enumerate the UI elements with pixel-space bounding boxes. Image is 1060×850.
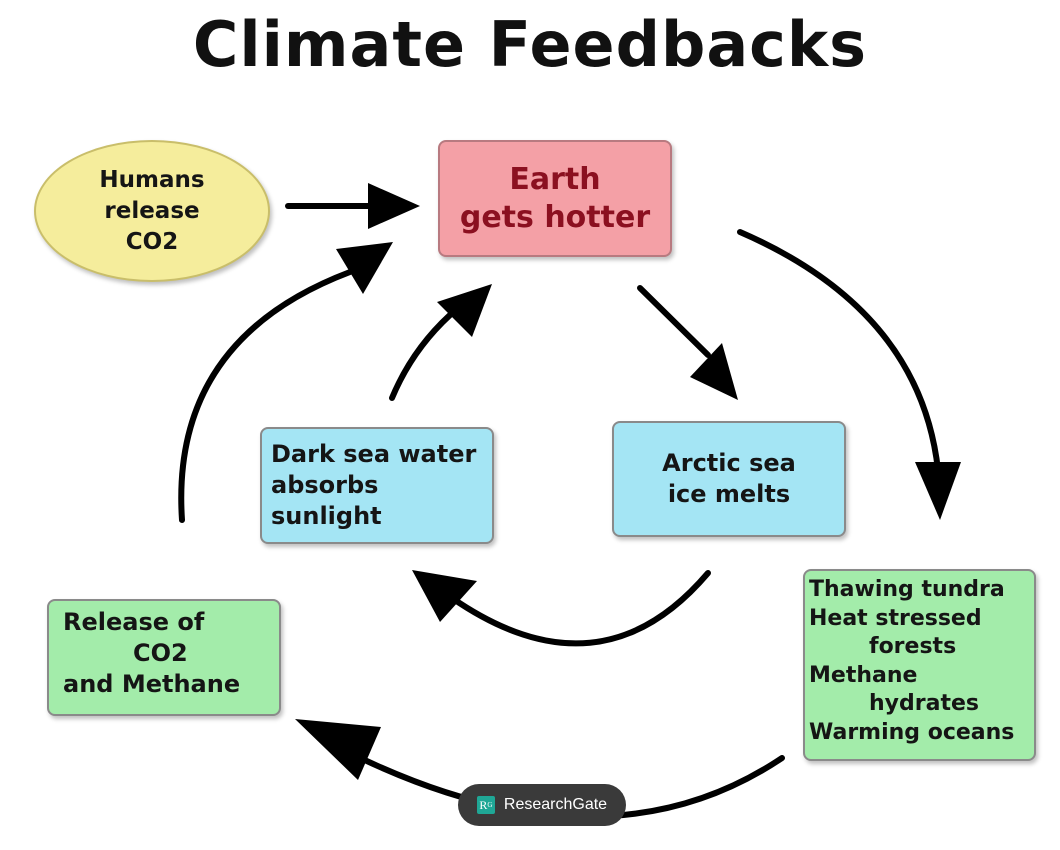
arrowhead-humans bbox=[368, 183, 420, 229]
earth-gets-hotter-node: Earth gets hotter bbox=[438, 140, 672, 257]
node-text: gets hotter bbox=[459, 199, 651, 235]
thawing-tundra-node: Thawing tundra Heat stressed forests Met… bbox=[803, 569, 1036, 761]
node-text: release bbox=[104, 197, 200, 224]
arrowhead-dark-up bbox=[437, 284, 492, 337]
page-title: Climate Feedbacks bbox=[192, 8, 868, 81]
node-text: absorbs bbox=[271, 471, 379, 499]
arrowhead-thawing bbox=[915, 462, 961, 520]
node-text: Release of bbox=[63, 608, 205, 636]
node-text: hydrates bbox=[869, 691, 979, 716]
arrowhead-release-up bbox=[336, 242, 393, 294]
node-text: ice melts bbox=[667, 480, 791, 508]
node-text: Warming oceans bbox=[809, 719, 1015, 745]
arctic-sea-ice-node: Arctic sea ice melts bbox=[612, 421, 846, 537]
humans-release-co2-node: Humans release CO2 bbox=[34, 140, 270, 282]
node-text: Dark sea water bbox=[271, 440, 477, 468]
node-text: sunlight bbox=[271, 502, 382, 530]
arrowhead-arctic bbox=[690, 343, 738, 400]
node-text: Methane bbox=[809, 662, 918, 688]
arrowhead-release bbox=[295, 719, 381, 780]
node-text: CO2 bbox=[133, 639, 188, 667]
dark-sea-water-node: Dark sea water absorbs sunlight bbox=[260, 427, 494, 544]
researchgate-logo-letter: R bbox=[479, 797, 488, 812]
node-text: CO2 bbox=[125, 228, 179, 255]
arrow-dark-to-hotter bbox=[389, 312, 453, 401]
node-text: and Methane bbox=[63, 670, 241, 698]
node-text: Humans bbox=[99, 166, 205, 193]
arrow-hotter-to-thawing bbox=[737, 229, 941, 473]
node-text: Earth bbox=[509, 161, 601, 197]
arrow-release-to-hotter bbox=[178, 269, 353, 523]
node-text: Thawing tundra bbox=[809, 577, 1005, 602]
node-text: Heat stressed bbox=[809, 605, 982, 631]
arrowhead-dark bbox=[412, 570, 477, 622]
node-text: Arctic sea bbox=[662, 449, 796, 477]
release-co2-methane-node: Release of CO2 and Methane bbox=[47, 599, 281, 716]
node-text: forests bbox=[869, 634, 957, 659]
researchgate-label: ResearchGate bbox=[503, 796, 608, 813]
arrow-hotter-to-arctic bbox=[637, 285, 711, 358]
arrow-arctic-to-dark bbox=[449, 570, 711, 647]
